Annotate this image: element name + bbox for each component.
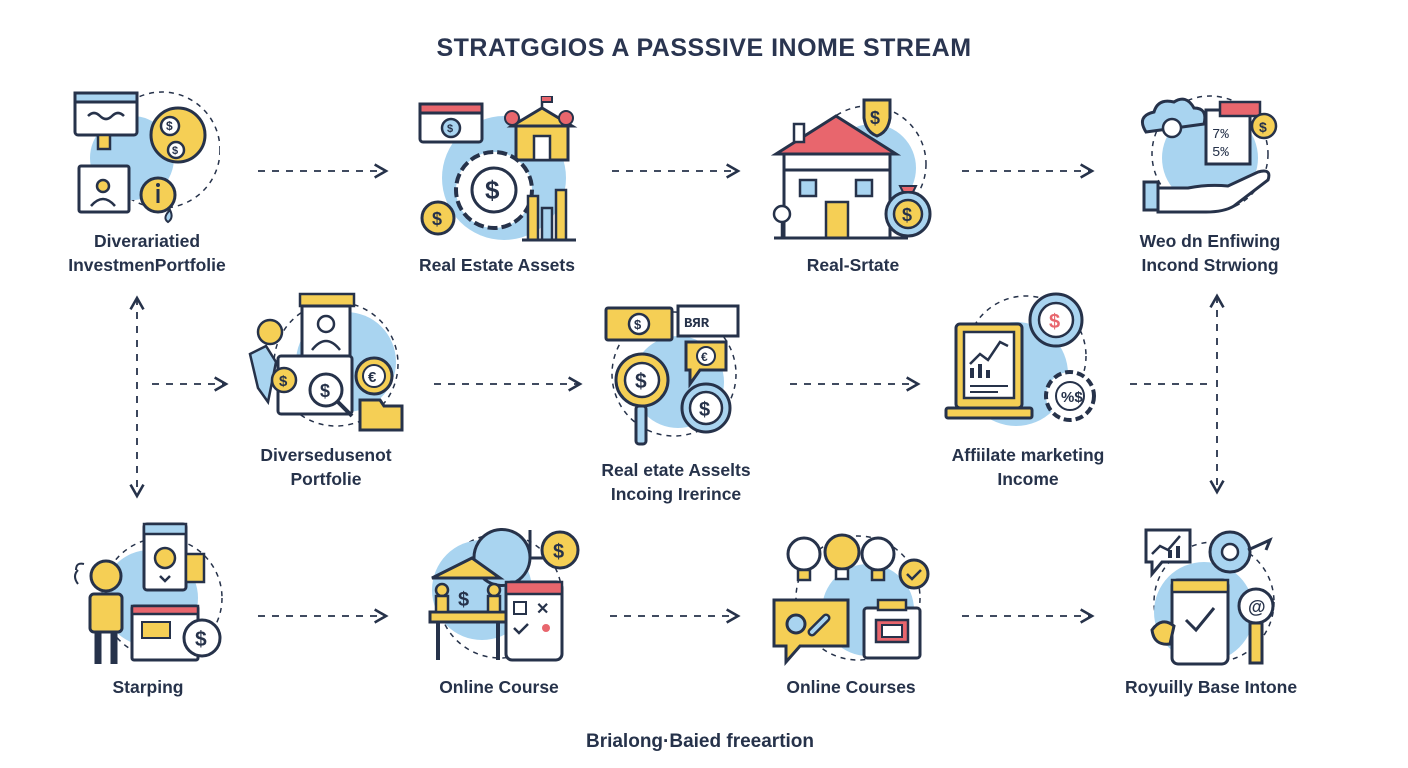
svg-text:✕: ✕	[536, 601, 549, 618]
svg-text:$: $	[553, 541, 564, 563]
online-course-icon: $ $ ✕	[428, 528, 580, 662]
svg-text:5%: 5%	[1212, 145, 1229, 161]
label-line: Real-Srtate	[806, 255, 900, 275]
royalty-phone-icon: @	[1144, 528, 1275, 666]
node-label: Royuilly Base Intone	[1091, 675, 1331, 699]
investment-portfolio-icon: $ $	[73, 91, 220, 224]
svg-text:%$: %$	[1061, 389, 1083, 406]
label-line: Online Courses	[786, 677, 916, 697]
node-label: Diverariatied InvestmenPortfolie	[27, 229, 267, 277]
svg-text:@: @	[1248, 597, 1266, 617]
node-label: Starping	[28, 675, 268, 699]
diversified-portfolio-icon: $ $ €	[248, 292, 404, 432]
svg-text:€: €	[701, 350, 708, 364]
label-line: Online Course	[439, 677, 559, 697]
svg-text:7%: 7%	[1212, 127, 1229, 143]
startup-person-icon: $	[74, 522, 223, 664]
magnifier-money-icon: $ BЯR $ € $	[604, 304, 740, 446]
node-label: Affiilate marketing Income	[908, 443, 1148, 491]
affiliate-laptop-icon: $ %$	[944, 292, 1096, 426]
label-line: Affiilate marketing	[951, 445, 1105, 465]
label-line: Starping	[112, 677, 184, 697]
label-line: Diversedusenot	[260, 445, 392, 465]
svg-text:$: $	[172, 145, 178, 157]
diagram-footer: Brialong·Baied freeartion	[585, 731, 815, 752]
label-line: Royuilly Base Intone	[1124, 677, 1298, 697]
svg-text:$: $	[195, 628, 207, 651]
svg-text:$: $	[699, 399, 710, 421]
hand-cloud-icon: 7% 5% $	[1140, 95, 1278, 214]
node-label: Real-Srtate	[733, 253, 973, 277]
node-label: Real Estate Assets	[377, 253, 617, 277]
svg-text:$: $	[166, 119, 173, 133]
node-label: Real etate Asselts Incoing Irerince	[556, 458, 796, 506]
svg-text:$: $	[447, 123, 453, 135]
node-label: Diversedusenot Portfolie	[206, 443, 446, 491]
label-line: Incoing Irerince	[610, 484, 742, 504]
svg-text:$: $	[432, 209, 442, 229]
svg-text:$: $	[635, 370, 647, 393]
node-label: Weo dn Enfiwing Incond Strwiong	[1090, 229, 1330, 277]
svg-text:$: $	[1259, 119, 1267, 135]
svg-text:$: $	[870, 108, 880, 128]
svg-text:$: $	[458, 589, 469, 611]
label-line: Weo dn Enfiwing	[1139, 231, 1281, 251]
label-line: Diverariatied	[93, 231, 201, 251]
real-estate-assets-icon: $ $ $	[418, 96, 578, 242]
label-line: Income	[997, 469, 1059, 489]
lightbulb-ideas-icon	[772, 533, 930, 666]
label-line: Real etate Asselts	[601, 460, 751, 480]
label-line: Real Estate Assets	[419, 255, 575, 275]
label-line: InvestmenPortfolie	[68, 255, 226, 275]
label-line: Incond Strwiong	[1141, 255, 1279, 275]
svg-text:$: $	[485, 175, 500, 205]
svg-text:$: $	[279, 373, 288, 390]
svg-text:BЯR: BЯR	[684, 316, 710, 332]
svg-text:$: $	[634, 317, 642, 332]
svg-text:$: $	[902, 205, 912, 225]
house-icon: $ $	[770, 98, 932, 240]
svg-text:$: $	[1049, 311, 1060, 333]
diagram-title: STRATGGIOS A PASSSIVE INOME STREAM	[436, 34, 972, 62]
node-label: Online Course	[379, 675, 619, 699]
svg-text:$: $	[320, 381, 330, 401]
label-line: Portfolie	[290, 469, 362, 489]
svg-text:€: €	[368, 369, 377, 386]
node-label: Online Courses	[731, 675, 971, 699]
